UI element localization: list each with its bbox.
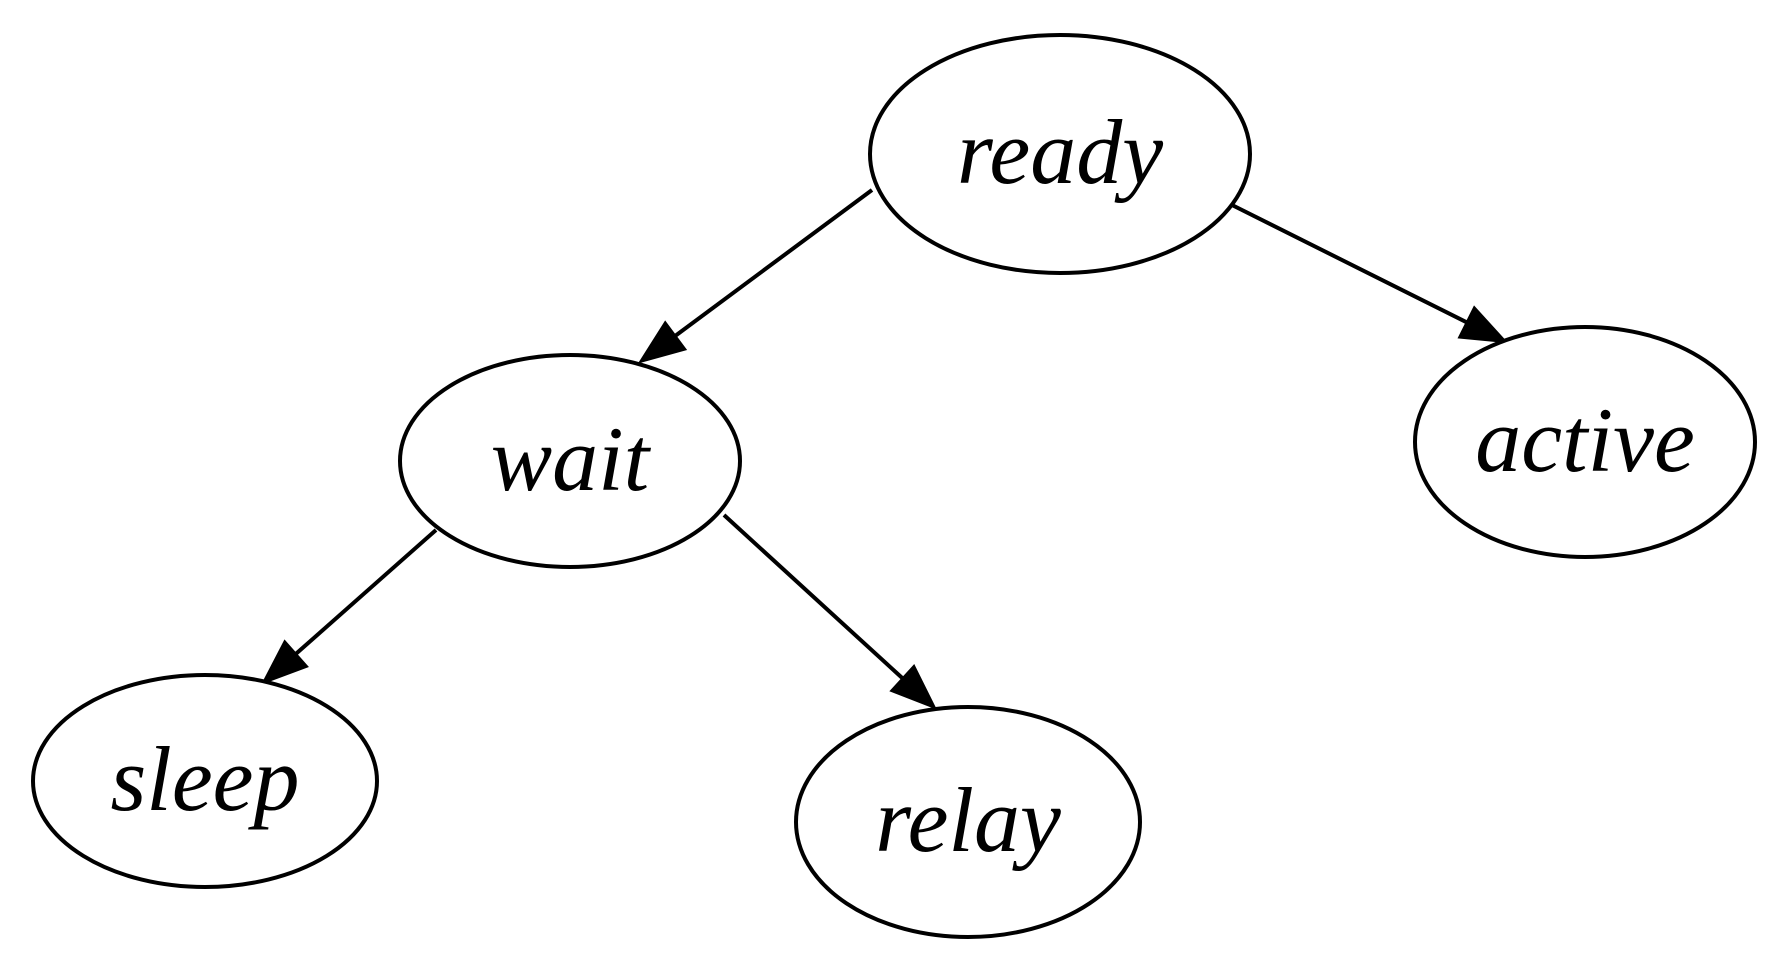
edge-wait-relay [722, 513, 938, 710]
node-wait-label: wait [491, 408, 652, 510]
edge-ready-active [1231, 203, 1509, 344]
node-relay: relay [794, 705, 1142, 939]
edge-wait-relay-line [722, 513, 906, 682]
node-ready: ready [868, 33, 1252, 275]
node-active-label: active [1475, 389, 1695, 491]
edge-wait-sleep-arrowhead [260, 639, 309, 685]
node-sleep: sleep [31, 673, 379, 889]
node-wait-shape [398, 353, 742, 569]
node-sleep-shape [31, 673, 379, 889]
edge-ready-wait-arrowhead [637, 320, 688, 364]
edge-wait-sleep [260, 528, 438, 685]
edge-ready-active-line [1231, 203, 1470, 326]
node-ready-shape [868, 33, 1252, 275]
node-active-shape [1413, 325, 1757, 559]
edge-wait-sleep-line [293, 528, 438, 657]
node-ready-label: ready [957, 101, 1163, 203]
node-wait: wait [398, 353, 742, 569]
node-active: active [1413, 325, 1757, 559]
edge-wait-relay-arrowhead [889, 664, 938, 710]
node-relay-shape [794, 705, 1142, 939]
edge-ready-active-arrowhead [1457, 305, 1509, 344]
edges-layer [260, 188, 1509, 710]
edge-ready-wait-line [672, 188, 874, 339]
node-relay-label: relay [875, 769, 1061, 871]
node-sleep-label: sleep [110, 728, 299, 830]
edge-ready-wait [637, 188, 874, 364]
